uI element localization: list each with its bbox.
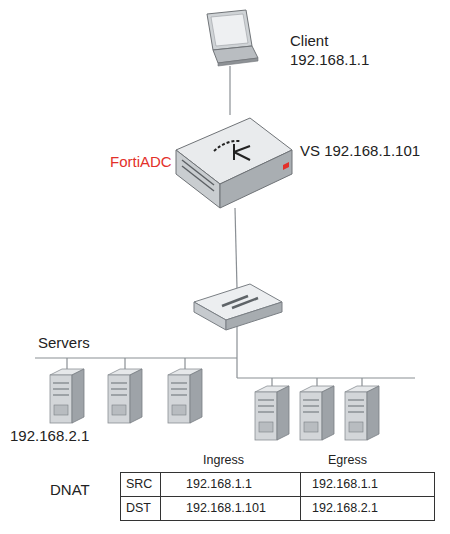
adc-arc (214, 141, 240, 151)
port-row (182, 166, 214, 191)
table-cell: 192.168.1.1 (312, 477, 378, 491)
server-icon (108, 369, 142, 423)
device-logo (283, 162, 289, 170)
server-drop (361, 378, 362, 386)
diagram-label: Servers (38, 334, 90, 351)
adc-symbol (214, 141, 250, 160)
server-drop (271, 378, 272, 386)
table-col-line (160, 472, 161, 521)
server-icon (255, 386, 289, 440)
device-address: 192.168.1.1 (290, 51, 369, 68)
table-row-line (120, 496, 435, 497)
server-bus (35, 357, 237, 358)
laptop-display (211, 14, 248, 46)
table-cell: DST (126, 501, 151, 515)
device-ports (182, 160, 214, 191)
device-name: FortiADC (110, 153, 172, 170)
server-icon (168, 369, 202, 423)
table-cell: 192.168.1.101 (186, 501, 266, 515)
switch-drop (236, 325, 237, 378)
laptop-screen (207, 10, 252, 50)
fortiadc-device (176, 118, 292, 208)
dnat-table (120, 472, 435, 521)
server-icon (345, 386, 379, 440)
server-group (50, 369, 379, 440)
device-name: Client (290, 32, 328, 49)
switch-icon (194, 284, 282, 330)
diagram-label: 192.168.2.1 (10, 427, 89, 444)
table-col-line (300, 472, 301, 521)
device-side (220, 150, 292, 208)
laptop-edge (218, 58, 258, 66)
network-device: FortiADCVS 192.168.1.101 (172, 115, 292, 210)
server-icon (50, 369, 84, 423)
table-cell: 192.168.2.1 (312, 501, 378, 515)
server-icon (300, 386, 334, 440)
switch-arrows (222, 296, 258, 308)
adc-arrow (234, 146, 250, 152)
server-bus (237, 377, 415, 378)
table-cell: 192.168.1.1 (186, 477, 252, 491)
switch-front (194, 302, 226, 330)
network-link (229, 66, 230, 115)
device-front (176, 150, 220, 208)
device-address: VS 192.168.1.101 (300, 142, 420, 159)
server-drop (184, 358, 185, 369)
table-cell: Ingress (203, 453, 244, 467)
table-cell: Egress (328, 453, 367, 467)
port-row (182, 160, 214, 185)
diagram-label: DNAT (50, 481, 90, 498)
server-drop (66, 358, 67, 369)
laptop-icon (207, 10, 258, 66)
network-device: Client192.168.1.1 (202, 10, 258, 66)
network-wires (35, 208, 415, 386)
table-border (121, 473, 435, 521)
uplink-wire (235, 208, 237, 288)
server-drop (124, 358, 125, 369)
table-cell: SRC (126, 477, 152, 491)
switch-arrow (232, 298, 258, 308)
adc-arrow (234, 152, 250, 160)
server-drop (316, 378, 317, 386)
